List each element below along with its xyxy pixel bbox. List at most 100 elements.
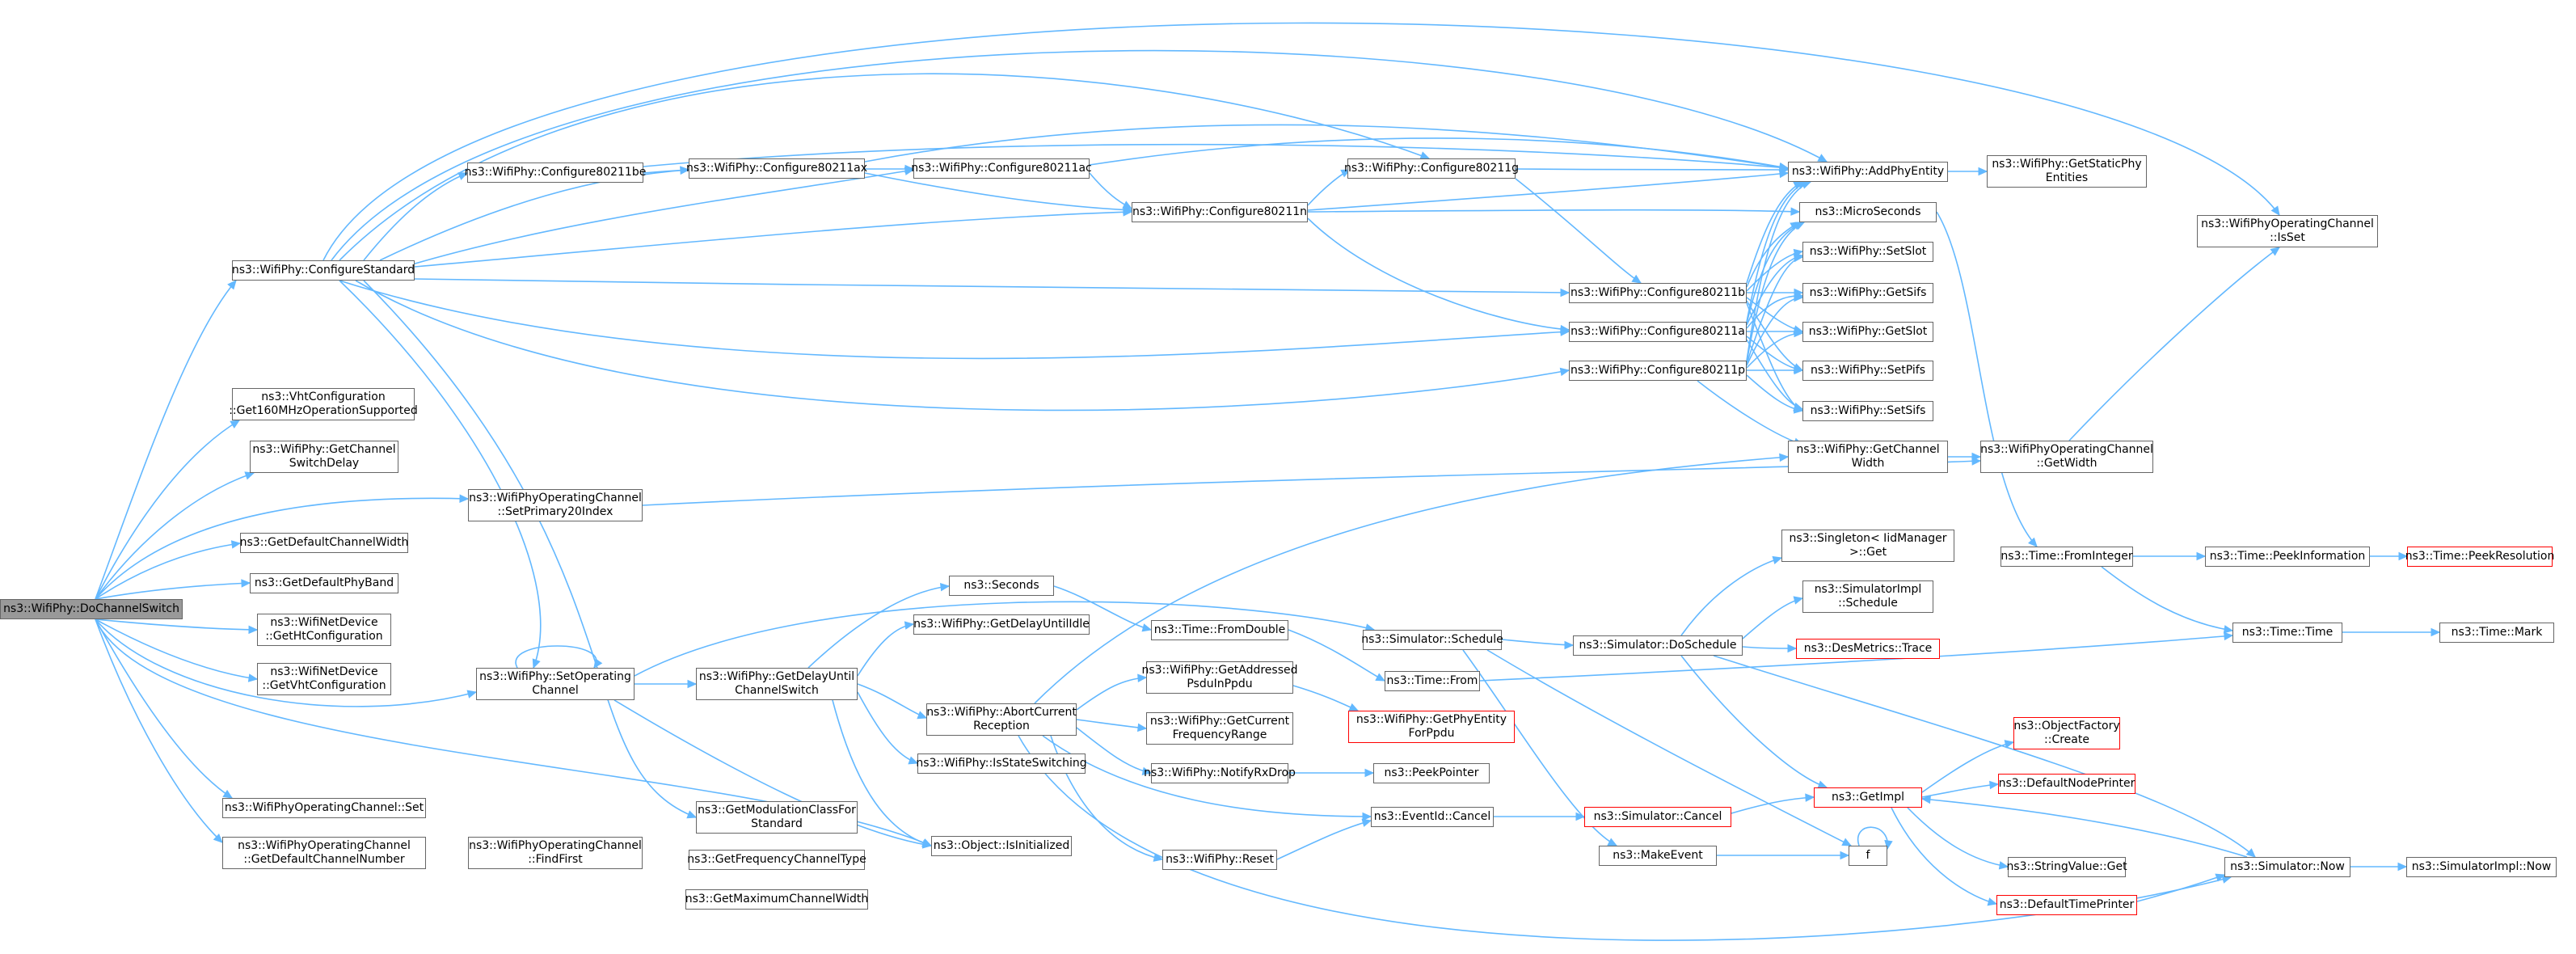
- node-htcfg[interactable]: ns3::WifiNetDevice::GetHtConfiguration: [257, 614, 391, 646]
- node-setsifs[interactable]: ns3::WifiPhy::SetSifs: [1802, 401, 1933, 421]
- node-defpb[interactable]: ns3::GetDefaultPhyBand: [250, 573, 398, 593]
- arrowhead-c80211g-to-c80211b: [1631, 274, 1642, 284]
- node-c80211be[interactable]: ns3::WifiPhy::Configure80211be: [465, 163, 646, 183]
- arrowhead-opgetwidth-to-isset: [2270, 247, 2280, 256]
- node-deftimeprn[interactable]: ns3::DefaultTimePrinter: [1996, 895, 2137, 915]
- node-micro[interactable]: ns3::MicroSeconds: [1799, 202, 1937, 222]
- node-seconds[interactable]: ns3::Seconds: [949, 576, 1054, 596]
- node-label-line: ns3::GetMaximumChannelWidth: [685, 893, 869, 905]
- node-defcw[interactable]: ns3::GetDefaultChannelWidth: [240, 533, 408, 553]
- edge-seconds-to-fromdouble: [1053, 585, 1152, 631]
- arrowhead-root-to-getchsw: [244, 471, 255, 480]
- node-doschedule[interactable]: ns3::Simulator::DoSchedule: [1573, 635, 1743, 656]
- node-getsifs[interactable]: ns3::WifiPhy::GetSifs: [1802, 283, 1933, 303]
- node-label-line: ::GetWidth: [2036, 457, 2097, 470]
- node-getdefnum[interactable]: ns3::WifiPhyOperatingChannel::GetDefault…: [222, 837, 426, 869]
- arrowhead-simnow-to-getimpl: [1920, 795, 1931, 804]
- arrowhead-root-to-setprim: [459, 494, 470, 503]
- node-fromint[interactable]: ns3::Time::FromInteger: [2001, 547, 2133, 567]
- node-desmetrics[interactable]: ns3::DesMetrics::Trace: [1796, 639, 1940, 659]
- node-label-line: ns3::WifiPhyOperatingChannel: [2201, 217, 2374, 230]
- node-timetime[interactable]: ns3::Time::Time: [2232, 623, 2342, 643]
- node-getimpl[interactable]: ns3::GetImpl: [1814, 787, 1922, 808]
- arrowhead-c80211n-to-c80211a: [1560, 324, 1570, 334]
- node-evcancel[interactable]: ns3::EventId::Cancel: [1371, 807, 1494, 827]
- node-timemark[interactable]: ns3::Time::Mark: [2439, 623, 2554, 643]
- node-objfactory[interactable]: ns3::ObjectFactory::Create: [2013, 717, 2120, 749]
- node-c80211a[interactable]: ns3::WifiPhy::Configure80211a: [1569, 322, 1747, 342]
- node-c80211n[interactable]: ns3::WifiPhy::Configure80211n: [1132, 202, 1308, 222]
- node-makeevent[interactable]: ns3::MakeEvent: [1599, 846, 1717, 866]
- node-c80211ax[interactable]: ns3::WifiPhy::Configure80211ax: [685, 158, 868, 179]
- edge-getimpl-to-objfactory: [1921, 741, 2014, 793]
- node-label-line: ns3::WifiPhyOperatingChannel: [1980, 443, 2153, 456]
- node-label-line: ns3::WifiPhy::GetStaticPhy: [1992, 158, 2142, 171]
- node-setprim[interactable]: ns3::WifiPhyOperatingChannel::SetPrimary…: [468, 489, 643, 521]
- node-getdelayidle[interactable]: ns3::WifiPhy::GetDelayUntilIdle: [913, 614, 1090, 635]
- node-simimplnow[interactable]: ns3::SimulatorImpl::Now: [2406, 857, 2557, 877]
- node-isinit[interactable]: ns3::Object::IsInitialized: [931, 836, 1072, 856]
- node-isset[interactable]: ns3::WifiPhyOperatingChannel::IsSet: [2197, 215, 2378, 247]
- edge-abort-to-getchw: [1034, 456, 1789, 704]
- node-getmaxcw[interactable]: ns3::GetMaximumChannelWidth: [685, 889, 868, 910]
- node-opgetwidth[interactable]: ns3::WifiPhyOperatingChannel::GetWidth: [1980, 441, 2153, 473]
- node-c80211g[interactable]: ns3::WifiPhy::Configure80211g: [1344, 158, 1519, 179]
- node-label-line: ns3::SimulatorImpl::Now: [2411, 860, 2552, 873]
- node-simimpl[interactable]: ns3::SimulatorImpl::Schedule: [1802, 580, 1933, 613]
- node-timefrom[interactable]: ns3::Time::From: [1385, 671, 1480, 691]
- node-peekptr[interactable]: ns3::PeekPointer: [1373, 763, 1490, 783]
- node-setpifs[interactable]: ns3::WifiPhy::SetPifs: [1802, 361, 1933, 381]
- edge-opgetwidth-to-isset: [2068, 247, 2280, 441]
- node-getfreqtype[interactable]: ns3::GetFrequencyChannelType: [687, 850, 866, 870]
- node-notifyrx[interactable]: ns3::WifiPhy::NotifyRxDrop: [1144, 763, 1296, 783]
- node-setslot[interactable]: ns3::WifiPhy::SetSlot: [1802, 242, 1933, 262]
- node-c80211b[interactable]: ns3::WifiPhy::Configure80211b: [1569, 283, 1747, 303]
- node-singleton[interactable]: ns3::Singleton< IidManager >::Get: [1781, 530, 1954, 562]
- arrowhead-simcancel-to-getimpl: [1805, 793, 1815, 802]
- node-label-line: ::GetVhtConfiguration: [262, 679, 386, 692]
- node-label-line: ns3::WifiPhy::SetSlot: [1809, 245, 1927, 258]
- node-label-line: FrequencyRange: [1172, 728, 1267, 741]
- node-addphy[interactable]: ns3::WifiPhy::AddPhyEntity: [1788, 162, 1948, 182]
- node-simsched[interactable]: ns3::Simulator::Schedule: [1361, 630, 1503, 650]
- node-vhtcfg[interactable]: ns3::WifiNetDevice::GetVhtConfiguration: [257, 663, 391, 695]
- node-root[interactable]: ns3::WifiPhy::DoChannelSwitch: [0, 599, 183, 619]
- node-opset[interactable]: ns3::WifiPhyOperatingChannel::Set: [222, 798, 426, 818]
- node-f[interactable]: f: [1849, 846, 1887, 866]
- node-c80211ac[interactable]: ns3::WifiPhy::Configure80211ac: [911, 158, 1092, 179]
- node-peekinfo[interactable]: ns3::Time::PeekInformation: [2205, 547, 2370, 567]
- node-simnow[interactable]: ns3::Simulator::Now: [2224, 857, 2350, 877]
- node-simcancel[interactable]: ns3::Simulator::Cancel: [1584, 807, 1731, 827]
- node-label-line: ns3::WifiPhy::Configure80211ax: [685, 162, 868, 175]
- node-strvalget[interactable]: ns3::StringValue::Get: [2006, 857, 2127, 877]
- node-reset[interactable]: ns3::WifiPhy::Reset: [1162, 850, 1277, 870]
- node-label-line: ns3::WifiPhy::GetDelayUntilIdle: [913, 618, 1090, 631]
- arrowhead-root-to-opset: [222, 789, 234, 799]
- arrowhead-micro-to-fromint: [2028, 537, 2038, 547]
- node-fromdouble[interactable]: ns3::Time::FromDouble: [1151, 620, 1288, 640]
- node-isstatesw[interactable]: ns3::WifiPhy::IsStateSwitching: [916, 753, 1087, 774]
- edge-timefrom-to-timetime: [1479, 635, 2233, 682]
- node-label-line: ns3::MakeEvent: [1613, 849, 1703, 862]
- node-peekres[interactable]: ns3::Time::PeekResolution: [2405, 547, 2554, 567]
- node-c80211p[interactable]: ns3::WifiPhy::Configure80211p: [1569, 361, 1747, 381]
- arrowhead-root-to-htcfg: [248, 625, 259, 635]
- node-vht160[interactable]: ns3::VhtConfiguration::Get160MHzOperatio…: [229, 388, 418, 420]
- node-label-line: ::FindFirst: [528, 853, 583, 866]
- node-configstd[interactable]: ns3::WifiPhy::ConfigureStandard: [232, 260, 415, 281]
- edge-c80211n-to-c80211a: [1307, 217, 1570, 331]
- node-defnodeprn[interactable]: ns3::DefaultNodePrinter: [1998, 774, 2135, 794]
- node-getslot[interactable]: ns3::WifiPhy::GetSlot: [1802, 322, 1933, 342]
- edge-fromint-to-timetime: [2101, 566, 2233, 631]
- node-findfirst[interactable]: ns3::WifiPhyOperatingChannel::FindFirst: [468, 837, 643, 869]
